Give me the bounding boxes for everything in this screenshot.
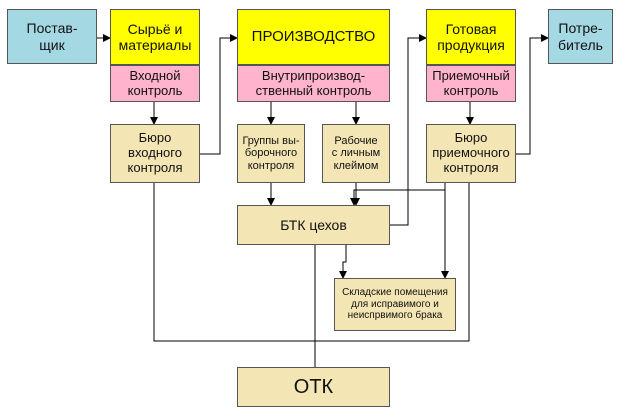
arrow-btk-to-finished bbox=[390, 34, 427, 226]
node-btk-label: БТК цехов bbox=[280, 216, 347, 233]
node-supplier: Постав- щик bbox=[7, 9, 97, 64]
node-selective-groups: Группы вы- борочного контроля bbox=[237, 124, 305, 183]
node-workers-stamp-label: Рабочие с личным клеймом bbox=[331, 134, 381, 172]
node-finished-products: Готовая продукция bbox=[426, 9, 516, 65]
node-supplier-label: Постав- щик bbox=[26, 20, 78, 53]
node-production-label: ПРОИЗВОДСТВО bbox=[251, 28, 376, 46]
node-acceptance-control: Приемочный контроль bbox=[426, 65, 516, 102]
node-acceptance-bureau-label: Бюро приемочного контроля bbox=[432, 130, 510, 175]
node-consumer-label: Потре- битель bbox=[558, 20, 603, 53]
line-incoming-bureau-to-otk bbox=[153, 183, 470, 342]
node-warehouse: Складские помещения для исправимого и не… bbox=[334, 278, 456, 331]
node-finished-products-label: Готовая продукция bbox=[437, 20, 505, 53]
node-btk: БТК цехов bbox=[237, 205, 390, 245]
node-production: ПРОИЗВОДСТВО bbox=[237, 9, 390, 65]
node-incoming-bureau: Бюро входного контроля bbox=[110, 124, 200, 183]
node-incoming-control: Входной контроль bbox=[110, 65, 200, 102]
node-inprocess-control: Внутрипроизвод- ственный контроль bbox=[237, 65, 390, 102]
node-otk: ОТК bbox=[237, 367, 390, 407]
node-acceptance-bureau: Бюро приемочного контроля bbox=[426, 124, 516, 183]
arrow-bureau-to-production bbox=[200, 34, 238, 155]
node-incoming-bureau-label: Бюро входного контроля bbox=[127, 130, 183, 175]
node-otk-label: ОТК bbox=[293, 375, 334, 398]
node-raw-materials: Сырьё и материалы bbox=[110, 9, 200, 65]
node-acceptance-control-label: Приемочный контроль bbox=[432, 67, 510, 98]
arrow-bureau-to-btk bbox=[350, 183, 446, 206]
node-consumer: Потре- битель bbox=[548, 9, 613, 64]
node-incoming-control-label: Входной контроль bbox=[127, 67, 183, 98]
node-warehouse-label: Складские помещения для исправимого и не… bbox=[342, 287, 448, 322]
node-raw-materials-label: Сырьё и материалы bbox=[118, 20, 192, 53]
node-selective-groups-label: Группы вы- борочного контроля bbox=[242, 134, 300, 172]
node-workers-stamp: Рабочие с личным клеймом bbox=[322, 124, 390, 183]
arrow-btk-to-warehouse bbox=[339, 245, 347, 279]
node-inprocess-control-label: Внутрипроизвод- ственный контроль bbox=[255, 67, 372, 98]
arrow-bureau-to-consumer bbox=[516, 34, 549, 155]
